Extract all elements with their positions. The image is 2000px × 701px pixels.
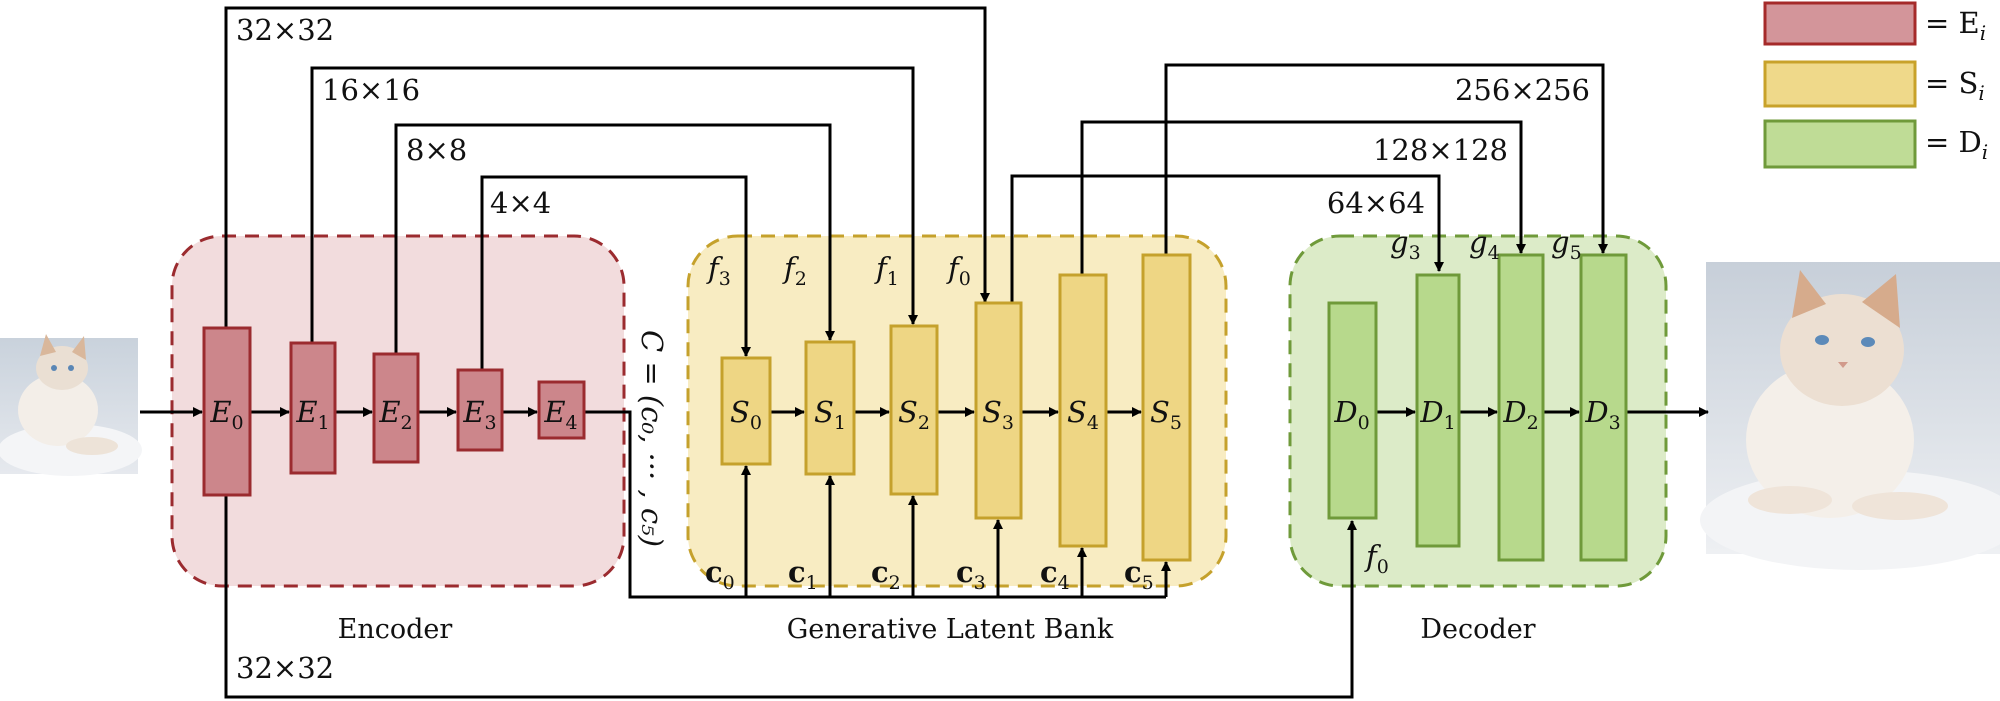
feature-label-g5: g5	[1551, 225, 1582, 264]
bank-caption: Generative Latent Bank	[787, 614, 1114, 645]
decoder-size-label-128: 128×128	[1373, 133, 1508, 167]
bank-block-s2: S2	[889, 324, 939, 496]
encoder-block-e4: E4	[537, 380, 586, 440]
bank-to-decoder-s5	[1164, 63, 1608, 255]
skip-connection-8	[394, 123, 835, 354]
decoder-caption: Decoder	[1420, 614, 1535, 645]
svg-text:S4: S4	[1067, 395, 1099, 434]
legend-swatch-bank	[1763, 60, 1917, 108]
svg-text:E2: E2	[378, 395, 412, 434]
legend-label-decoder: = Di	[1925, 125, 1988, 164]
encoder-caption: Encoder	[338, 614, 453, 645]
bank-block-s0: S0	[720, 356, 772, 466]
skip-connection-16	[310, 66, 918, 343]
svg-text:S0: S0	[730, 395, 762, 434]
latent-code-label-c3: c3	[956, 555, 986, 594]
svg-text:D1: D1	[1419, 395, 1455, 434]
bank-to-decoder-s3	[1010, 174, 1444, 303]
decoder-size-label-256: 256×256	[1455, 73, 1590, 107]
skip-size-label-16: 16×16	[322, 73, 420, 107]
bank-block-s3: S3	[974, 301, 1023, 520]
encoder-block-e2: E2	[372, 352, 420, 464]
latent-code-label-c1: c1	[788, 555, 818, 594]
legend-swatch-decoder	[1763, 119, 1917, 169]
output-cat-image	[1700, 262, 2000, 570]
svg-text:S3: S3	[982, 395, 1014, 434]
bottom-size-label-32: 32×32	[236, 651, 334, 685]
legend-swatch-encoder	[1763, 1, 1917, 46]
skip-connection-32	[224, 6, 990, 328]
skip-size-label-32: 32×32	[236, 13, 334, 47]
latent-formula: C = (c₀, ··· , c₅)	[635, 330, 669, 547]
decoder-block-d0: D0	[1327, 301, 1378, 520]
skip-connection-4	[480, 175, 751, 370]
decoder-block-d3: D3	[1579, 253, 1628, 562]
latent-code-label-c2: c2	[871, 555, 901, 594]
latent-code-bus	[584, 410, 1166, 599]
bank-block-s1: S1	[804, 340, 856, 476]
svg-text:D2: D2	[1502, 395, 1538, 434]
latent-code-label-c4: c4	[1040, 555, 1070, 594]
svg-text:D3: D3	[1584, 395, 1620, 434]
decoder-size-label-64: 64×64	[1327, 186, 1425, 220]
svg-text:E3: E3	[462, 395, 496, 434]
feature-label-g4: g4	[1469, 225, 1500, 264]
svg-text:S5: S5	[1150, 395, 1182, 434]
latent-code-label-c0: c0	[705, 555, 735, 594]
svg-text:E4: E4	[543, 395, 577, 434]
svg-text:E0: E0	[209, 395, 243, 434]
svg-text:E1: E1	[295, 395, 329, 434]
legend-label-encoder: = Ei	[1925, 6, 1986, 45]
skip-size-label-8: 8×8	[406, 133, 467, 167]
input-cat-image	[0, 334, 142, 476]
svg-text:D0: D0	[1333, 395, 1369, 434]
decoder-block-d1: D1	[1415, 273, 1461, 548]
svg-text:S1: S1	[814, 395, 846, 434]
feature-label-g3: g3	[1390, 225, 1421, 264]
skip-size-label-4: 4×4	[490, 186, 551, 220]
bank-block-s4: S4	[1058, 273, 1108, 548]
bank-to-decoder-s4	[1080, 120, 1526, 275]
encoder-block-e0: E0	[202, 326, 252, 497]
bottom-skip-connection	[224, 495, 1357, 699]
encoder-block-e1: E1	[289, 341, 337, 475]
legend: = Ei = Si = Di	[1763, 1, 1988, 169]
svg-text:S2: S2	[898, 395, 930, 434]
latent-code-label-c5: c5	[1124, 555, 1154, 594]
legend-label-bank: = Si	[1925, 66, 1985, 105]
encoder-block-e3: E3	[456, 368, 504, 452]
decoder-block-d2: D2	[1497, 253, 1545, 562]
bank-block-s5: S5	[1141, 253, 1192, 562]
